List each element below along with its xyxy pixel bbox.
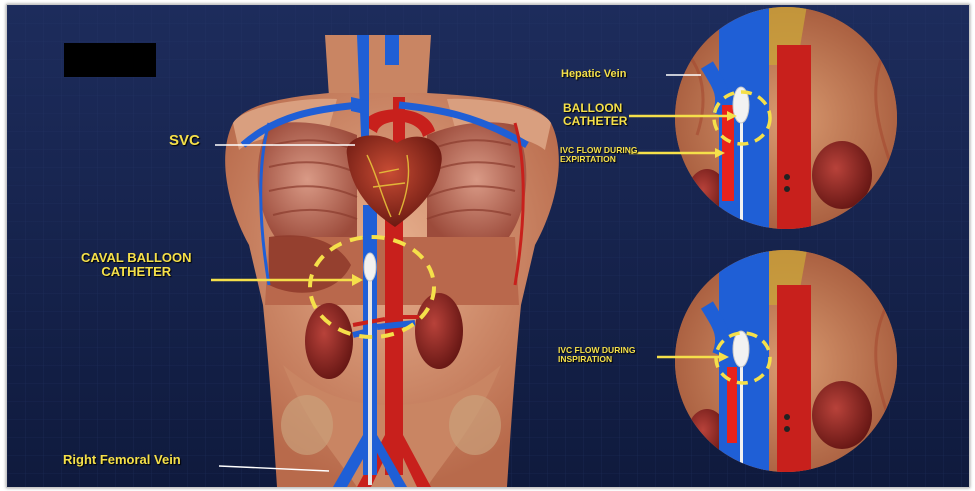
ivc-flow-inspiration-label: IVC FLOW DURING INSPIRATION bbox=[558, 346, 635, 364]
anatomy-illustration bbox=[7, 5, 969, 487]
torso-illustration bbox=[225, 35, 559, 487]
caval-label-line1: CAVAL BALLOON bbox=[81, 251, 192, 265]
balloon-label-line2: CATHETER bbox=[563, 115, 627, 128]
caval-balloon-catheter-label: CAVAL BALLOON CATHETER bbox=[81, 251, 192, 278]
expiration-label-line2: EXPIRTATION bbox=[560, 155, 637, 164]
redaction-box bbox=[64, 43, 156, 77]
balloon-label-line1: BALLOON bbox=[563, 102, 627, 115]
inspiration-label-line2: INSPIRATION bbox=[558, 355, 635, 364]
ivc-flow-expiration-label: IVC FLOW DURING EXPIRTATION bbox=[560, 146, 637, 164]
svc-label: SVC bbox=[169, 133, 200, 149]
hepatic-vein-label: Hepatic Vein bbox=[561, 69, 626, 81]
diagram-frame: SVC CAVAL BALLOON CATHETER Right Femoral… bbox=[6, 4, 970, 488]
balloon-catheter-label: BALLOON CATHETER bbox=[563, 102, 627, 127]
right-femoral-vein-label: Right Femoral Vein bbox=[63, 453, 181, 467]
caval-label-line2: CATHETER bbox=[81, 265, 192, 279]
